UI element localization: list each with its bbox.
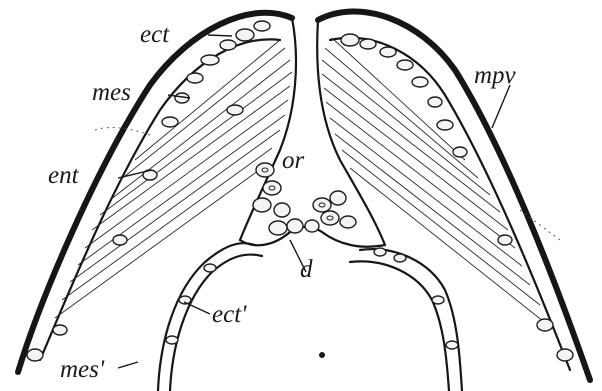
label-mes-left: mes [92, 79, 131, 106]
central-cell-mass [240, 163, 385, 247]
right-lobe [317, 11, 590, 380]
label-ent: ent [48, 162, 80, 189]
label-mes-bottom: mes' [60, 356, 105, 383]
label-d: d [300, 256, 313, 283]
left-muscle-fibers [55, 40, 292, 318]
left-lobe-outer-ectoderm [18, 13, 292, 372]
label-mpv: mpv [474, 62, 517, 89]
label-ect-bottom: ect' [212, 301, 247, 328]
stray-dots-right [520, 210, 560, 240]
right-cells [341, 34, 573, 361]
label-or: or [282, 147, 305, 174]
stray-dot [319, 352, 325, 358]
left-lobe [18, 13, 296, 372]
label-ect-top: ect [140, 21, 170, 48]
